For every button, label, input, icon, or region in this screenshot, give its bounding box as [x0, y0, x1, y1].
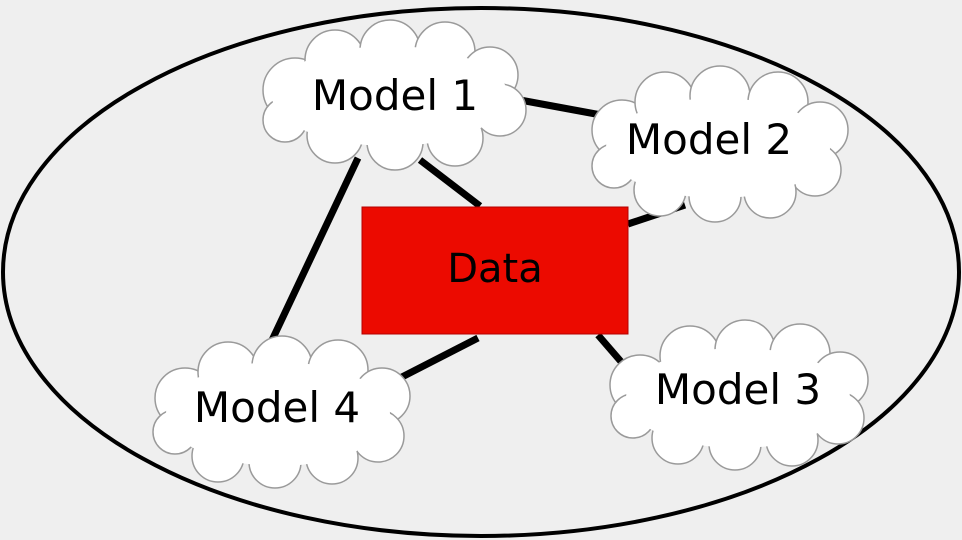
model-4-cloud: [152, 335, 411, 489]
outer-ellipse: [1, 6, 961, 538]
model-4-label: Model 4: [194, 383, 360, 432]
connector-model1-data: [417, 157, 483, 209]
data-box: [361, 206, 629, 335]
data-label: Data: [447, 246, 543, 292]
model-1-label: Model 1: [312, 71, 478, 120]
model-1-cloud: [262, 19, 527, 171]
connector-data-model4: [398, 334, 480, 382]
connector-model1-model4: [261, 156, 362, 357]
model-2-label: Model 2: [626, 115, 792, 164]
model-3-label: Model 3: [655, 365, 821, 414]
model-3-cloud: [609, 319, 869, 471]
model-2-cloud: [591, 65, 849, 223]
